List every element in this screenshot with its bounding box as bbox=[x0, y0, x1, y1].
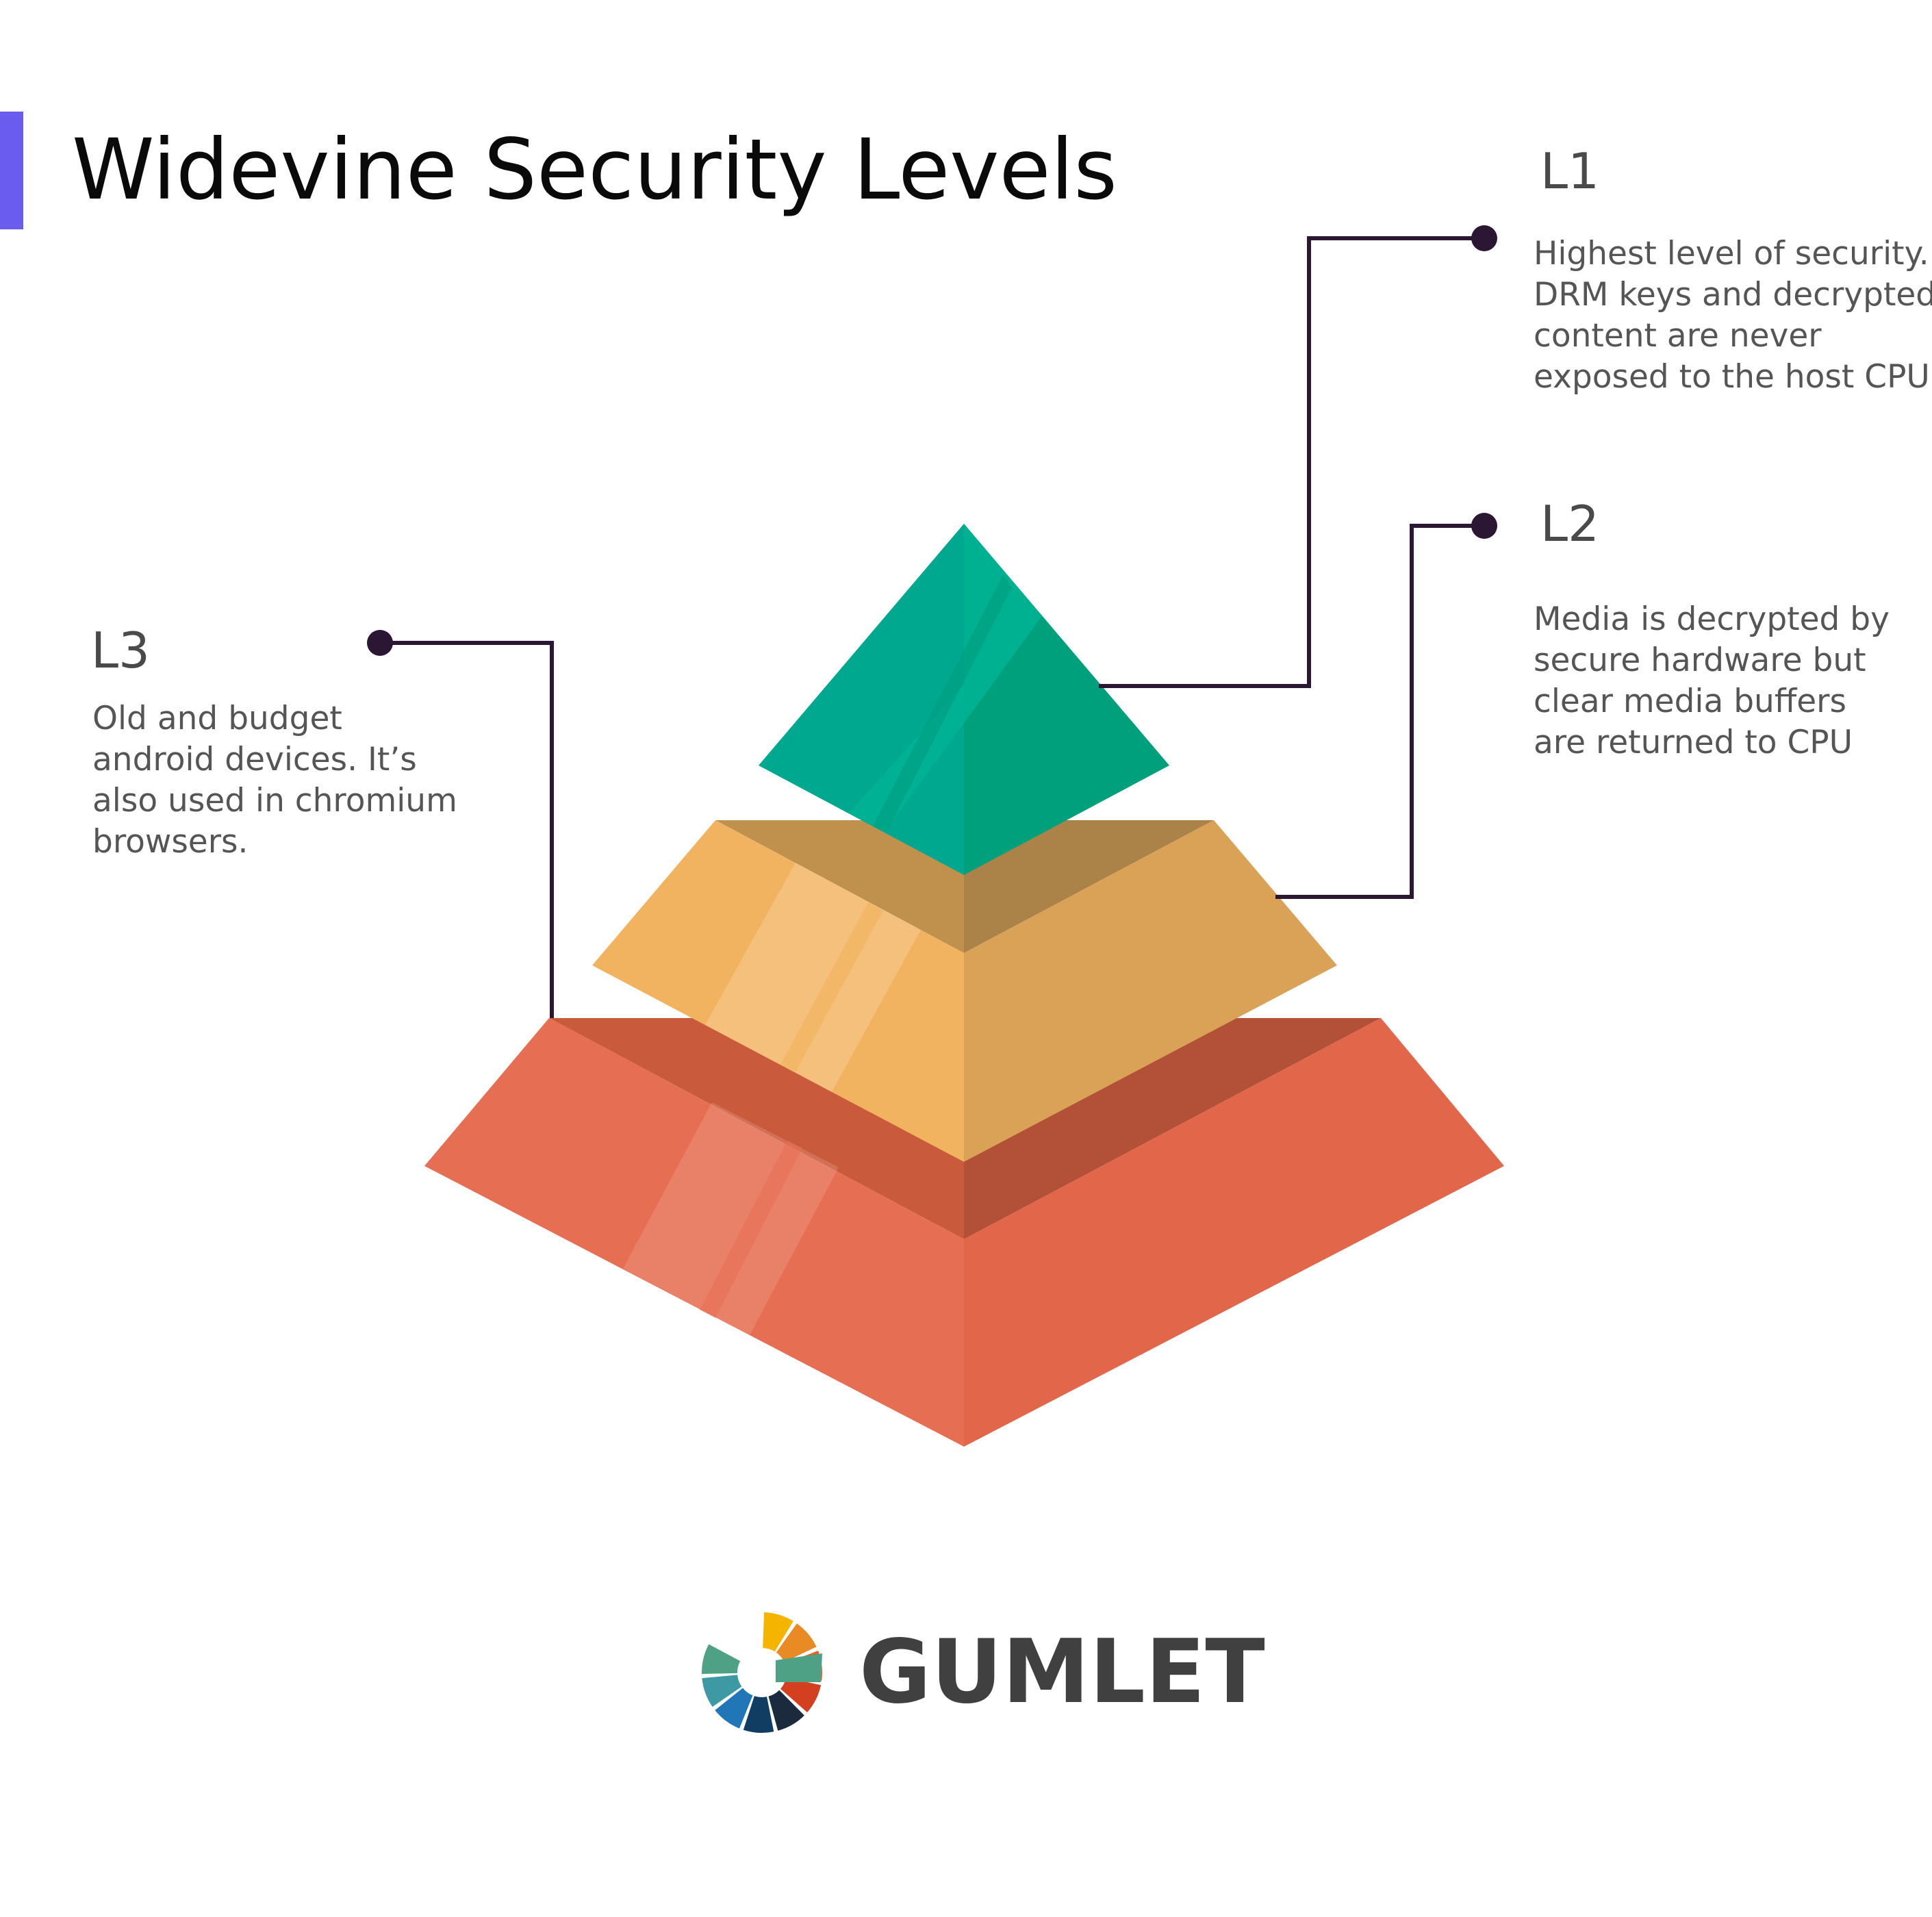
tier-bottom-highlight-stripe bbox=[700, 1141, 802, 1318]
connector-dot-l3 bbox=[367, 630, 393, 656]
connector-l2 bbox=[1275, 513, 1497, 899]
tier-bottom-front-right bbox=[964, 1018, 1504, 1447]
gumlet-logo-segment bbox=[768, 1690, 804, 1731]
level-l1-line: content are never bbox=[1534, 317, 1822, 355]
level-l2-heading: L2 bbox=[1540, 495, 1599, 553]
tier-bottom-front-left bbox=[424, 1018, 964, 1447]
brand-name: GUMLET bbox=[859, 1621, 1265, 1723]
gumlet-logo: GUMLET bbox=[702, 1612, 1265, 1733]
gumlet-logo-bar bbox=[776, 1653, 822, 1682]
gumlet-logo-segment bbox=[776, 1623, 817, 1662]
level-l2-line: clear media buffers bbox=[1534, 683, 1846, 720]
level-l3-heading: L3 bbox=[91, 622, 150, 679]
level-l1-line: Highest level of security. bbox=[1534, 235, 1929, 272]
gumlet-logo-segment bbox=[743, 1696, 774, 1733]
connector-line-l3 bbox=[380, 641, 554, 1018]
gumlet-logo-segment bbox=[780, 1677, 822, 1713]
level-l3-line: also used in chromium bbox=[92, 782, 457, 820]
level-l1-label: L1 Highest level of security. DRM keys a… bbox=[1534, 142, 1932, 396]
page-title: Widevine Security Levels bbox=[72, 121, 1117, 218]
level-l3-line: android devices. It’s bbox=[92, 741, 417, 778]
level-l3-label: L3 Old and budget android devices. It’s … bbox=[91, 622, 468, 861]
level-l1-line: DRM keys and decrypted bbox=[1534, 276, 1932, 314]
connector-l1 bbox=[1099, 225, 1497, 688]
tier-top-l1 bbox=[759, 524, 1169, 875]
tier-bottom-l3 bbox=[424, 1018, 1504, 1447]
tier-middle-highlight-stripe bbox=[780, 902, 883, 1072]
tier-middle-front-right bbox=[964, 820, 1337, 1162]
level-l3-description: Old and budget android devices. It’s als… bbox=[92, 700, 468, 861]
level-l2-line: are returned to CPU bbox=[1534, 724, 1853, 761]
connector-line-l1 bbox=[1099, 236, 1484, 688]
level-l2-line: Media is decrypted by bbox=[1534, 600, 1890, 638]
level-l2-label: L2 Media is decrypted by secure hardware… bbox=[1534, 495, 1900, 761]
gumlet-logo-segment bbox=[702, 1644, 741, 1675]
connector-dot-l1 bbox=[1471, 225, 1497, 251]
connector-dot-l2 bbox=[1471, 513, 1497, 539]
level-l1-description: Highest level of security. DRM keys and … bbox=[1534, 235, 1932, 396]
gumlet-logo-segment bbox=[715, 1688, 753, 1729]
level-l3-line: Old and budget bbox=[92, 700, 342, 737]
connector-l3 bbox=[367, 630, 554, 1018]
connector-line-l2 bbox=[1275, 524, 1484, 899]
level-l1-line: exposed to the host CPU bbox=[1534, 358, 1930, 396]
title-accent-bar bbox=[0, 112, 23, 229]
level-l2-line: secure hardware but bbox=[1534, 642, 1866, 679]
tier-middle-l2 bbox=[592, 820, 1337, 1162]
gumlet-logo-segment bbox=[763, 1612, 793, 1652]
pyramid bbox=[424, 524, 1504, 1447]
gumlet-logo-segment bbox=[702, 1675, 742, 1707]
level-l1-heading: L1 bbox=[1540, 142, 1599, 200]
gumlet-logo-icon bbox=[702, 1612, 823, 1733]
level-l3-line: browsers. bbox=[92, 823, 248, 861]
level-l2-description: Media is decrypted by secure hardware bu… bbox=[1534, 600, 1900, 761]
tier-top-highlight-stripe bbox=[873, 575, 1012, 833]
